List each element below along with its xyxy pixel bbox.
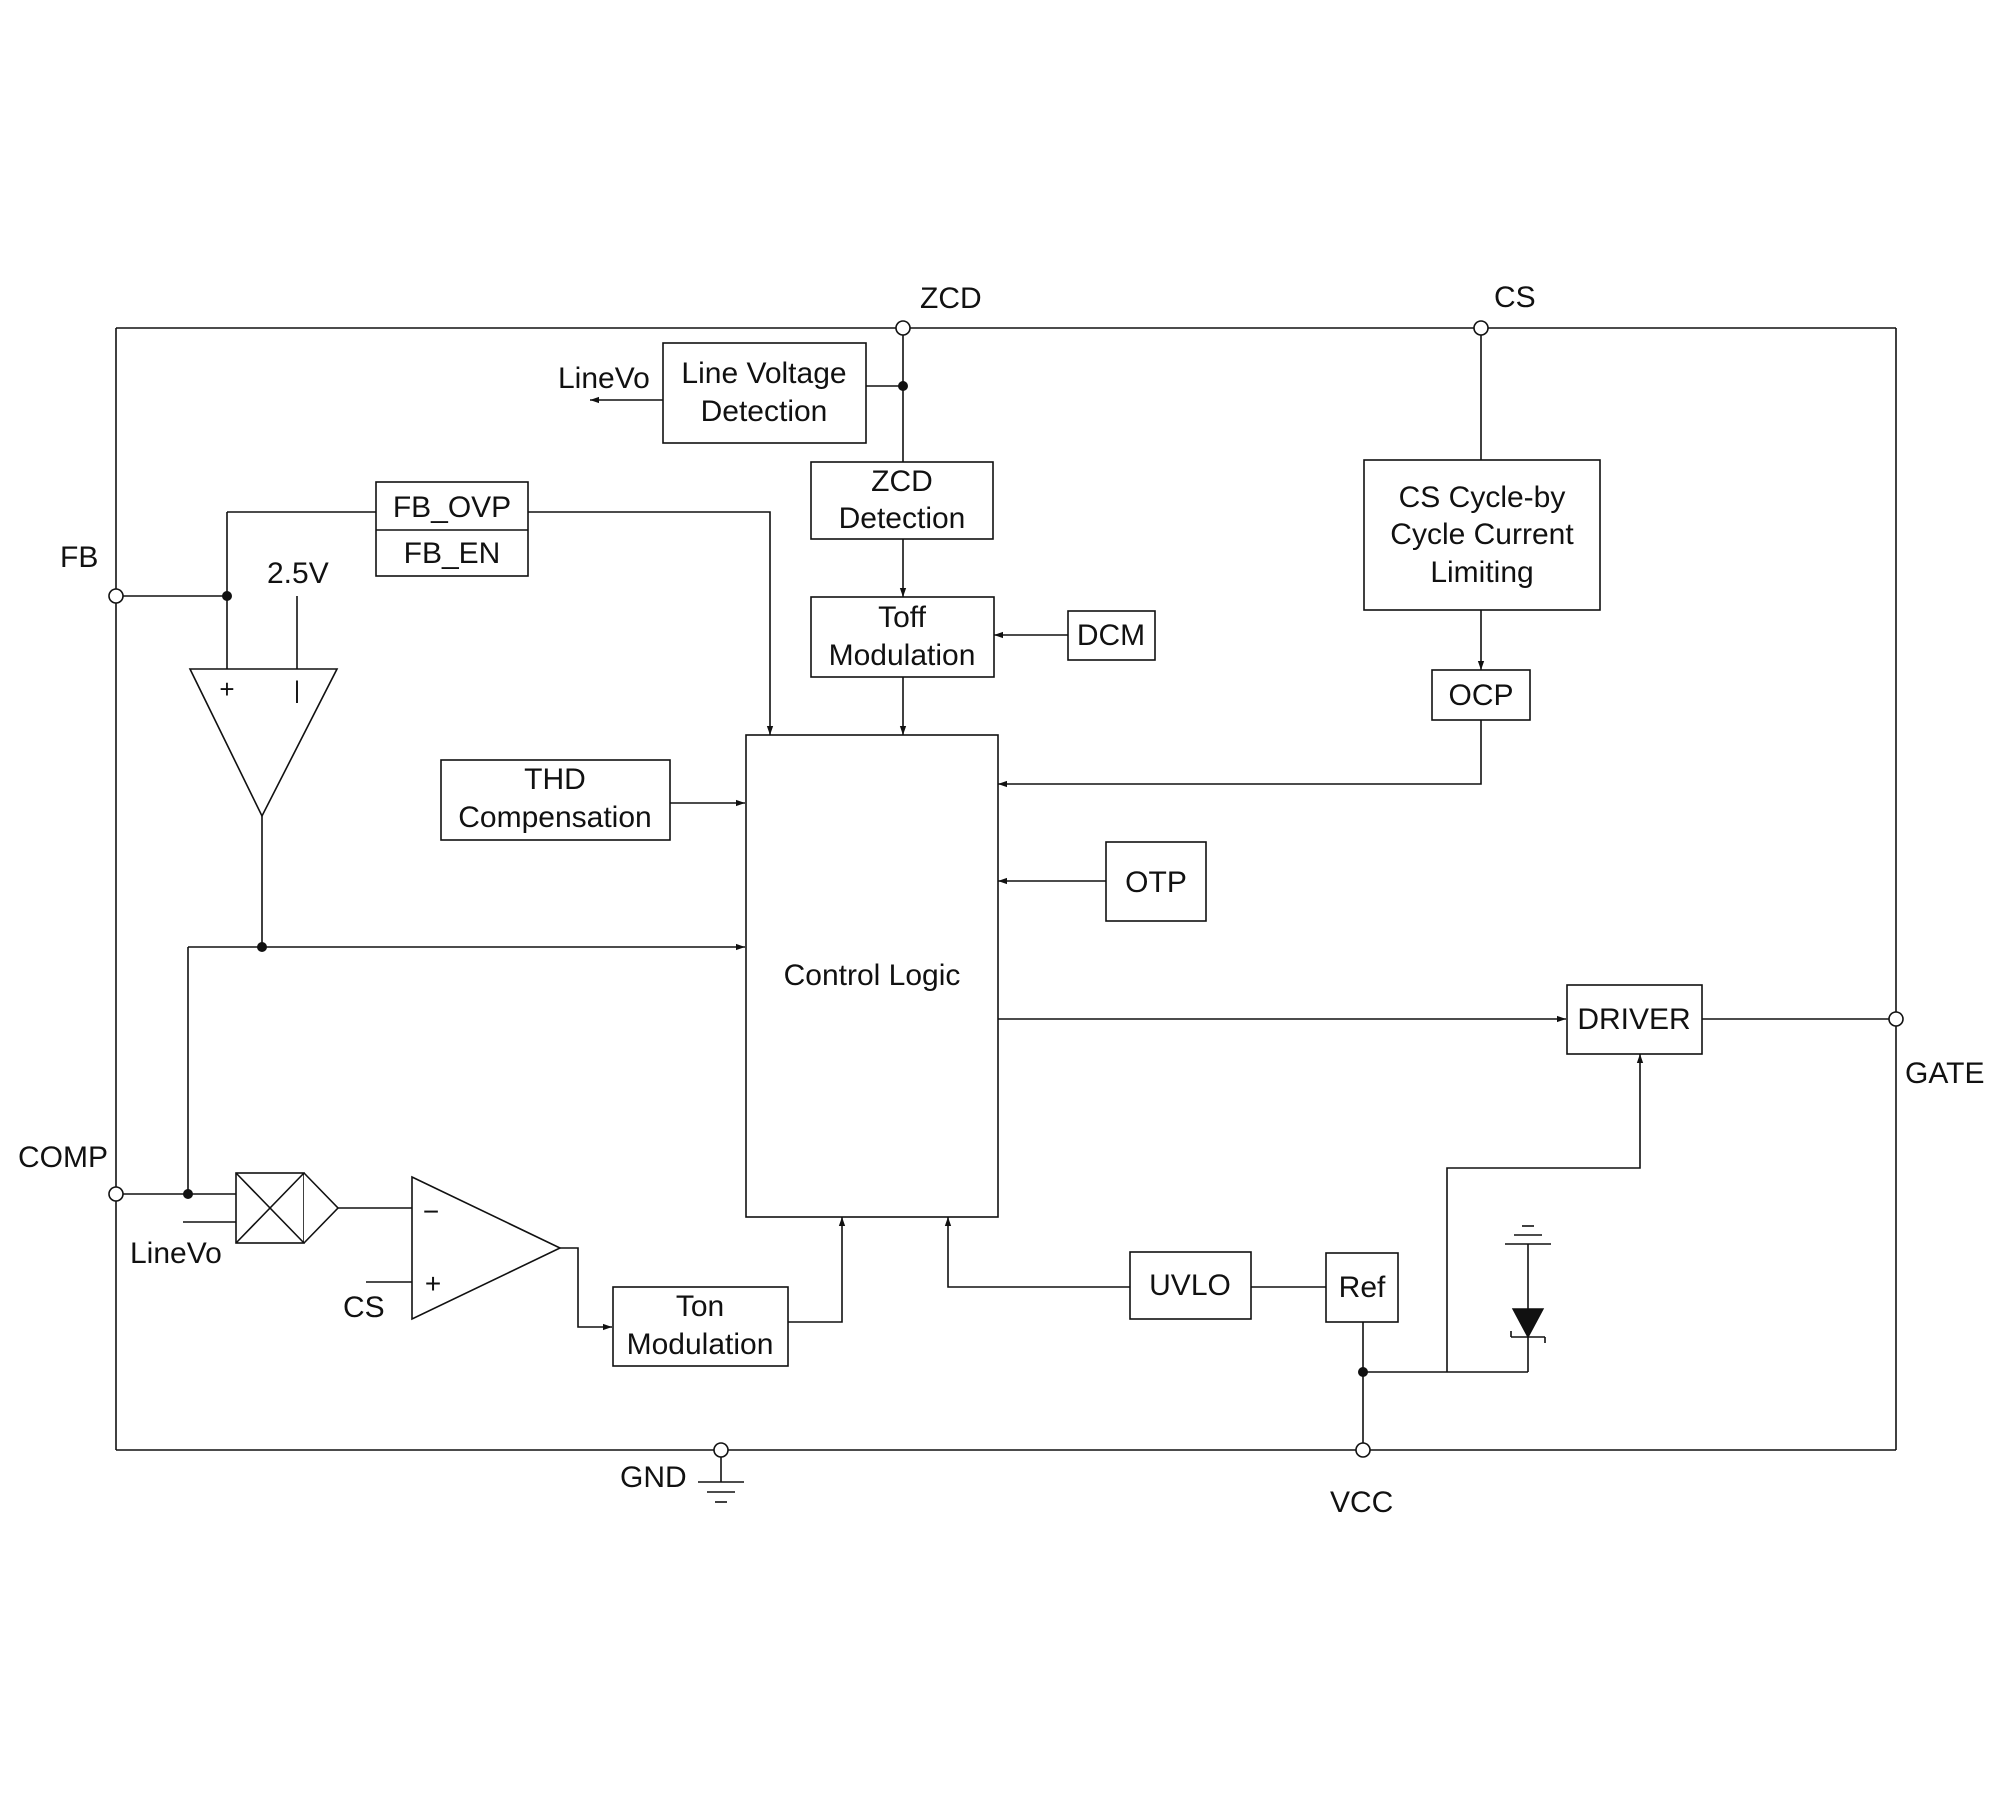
dcm-block: DCM [1067, 610, 1156, 661]
linevo-output-label: LineVo [558, 362, 650, 395]
thd-compensation-block: THD Compensation [440, 759, 671, 841]
chip-outline [115, 327, 1897, 1451]
ocp-label: OCP [1448, 679, 1513, 712]
uvlo-block: UVLO [1129, 1251, 1252, 1320]
pin-gnd-label: GND [620, 1461, 687, 1494]
pin-zcd: ZCD [895, 282, 982, 336]
pin-vcc-label: VCC [1330, 1486, 1393, 1519]
cs-current-limiting-block: CS Cycle-by Cycle Current Limiting [1363, 459, 1601, 611]
ocp-block: OCP [1431, 669, 1531, 721]
cs-limiting-line1: CS Cycle-by [1399, 481, 1566, 514]
uvlo-label: UVLO [1149, 1269, 1231, 1302]
wires [123, 328, 1889, 1482]
ground-symbol-zener [1505, 1225, 1551, 1245]
linevo-input-label: LineVo [130, 1237, 222, 1270]
pin-comp: COMP [18, 1141, 124, 1202]
line-voltage-detection-line2: Detection [701, 395, 828, 428]
cs-comparator-input-label: CS [343, 1291, 385, 1324]
toff-modulation-block: Toff Modulation [810, 596, 995, 678]
error-amp-plus-sign: + [219, 674, 234, 704]
pin-vcc: VCC [1330, 1442, 1393, 1519]
pin-cs: CS [1473, 281, 1536, 336]
zcd-detection-block: ZCD Detection [810, 461, 994, 540]
pin-fb: FB [60, 541, 124, 604]
control-logic-label: Control Logic [784, 959, 961, 992]
zener-diode [1510, 1244, 1546, 1343]
cs-limiting-line2: Cycle Current [1390, 518, 1574, 551]
pin-fb-label: FB [60, 541, 98, 574]
thd-compensation-line2: Compensation [458, 801, 651, 834]
toff-modulation-line1: Toff [878, 601, 926, 634]
multiplier [235, 1172, 340, 1244]
toff-modulation-line2: Modulation [829, 639, 976, 672]
line-voltage-detection-block: Line Voltage Detection [662, 342, 867, 444]
pin-gate: GATE [1888, 1011, 1984, 1090]
fb-ovp-en-block: FB_OVP FB_EN [375, 481, 529, 577]
error-amplifier: + | [188, 668, 339, 818]
comparator-plus-sign: + [425, 1268, 441, 1299]
comparator-minus-sign: − [423, 1196, 439, 1227]
driver-block: DRIVER [1566, 984, 1703, 1055]
otp-block: OTP [1105, 841, 1207, 922]
ref-label: Ref [1339, 1271, 1386, 1304]
zcd-detection-line1: ZCD [871, 465, 933, 498]
ref-block: Ref [1325, 1252, 1399, 1323]
junction-dots [183, 381, 1368, 1377]
ton-modulation-line1: Ton [676, 1290, 724, 1323]
pin-gnd: GND [620, 1442, 729, 1494]
current-comparator: − + [411, 1175, 562, 1321]
dcm-label: DCM [1077, 619, 1145, 652]
pin-zcd-label: ZCD [920, 282, 982, 315]
driver-label: DRIVER [1577, 1003, 1690, 1036]
reference-2v5-label: 2.5V [267, 557, 329, 590]
pin-comp-label: COMP [18, 1141, 108, 1174]
pin-cs-label: CS [1494, 281, 1536, 314]
zcd-detection-line2: Detection [839, 502, 966, 535]
fb-en-label: FB_EN [404, 537, 501, 570]
otp-label: OTP [1125, 866, 1187, 899]
error-amp-minus-sign: | [294, 677, 300, 704]
fb-ovp-label: FB_OVP [393, 491, 511, 524]
ton-modulation-block: Ton Modulation [612, 1286, 789, 1367]
thd-compensation-line1: THD [524, 763, 586, 796]
cs-limiting-line3: Limiting [1430, 556, 1533, 589]
control-logic-block: Control Logic [745, 734, 999, 1218]
ton-modulation-line2: Modulation [627, 1328, 774, 1361]
line-voltage-detection-line1: Line Voltage [681, 357, 846, 390]
ground-symbol-gnd [698, 1481, 744, 1503]
pin-gate-label: GATE [1905, 1057, 1984, 1090]
